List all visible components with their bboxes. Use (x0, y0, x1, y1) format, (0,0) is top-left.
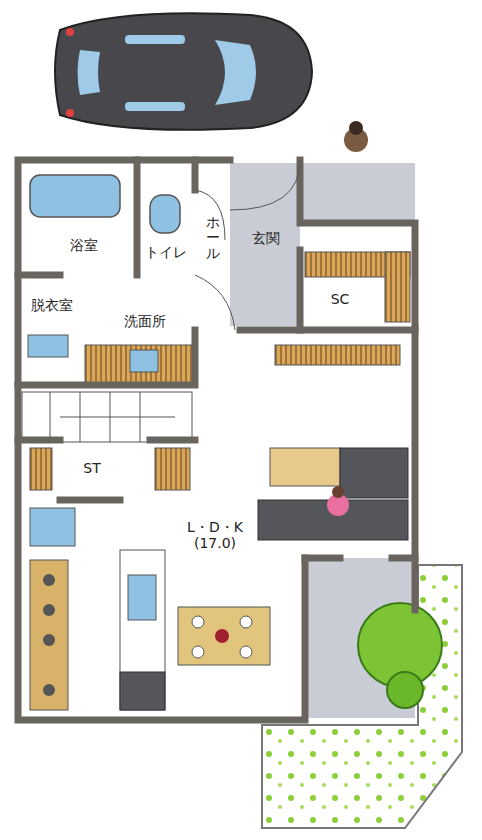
room-name: 洗面所 (124, 313, 166, 329)
walls (18, 160, 415, 720)
porch (300, 163, 415, 223)
room-label: 浴室 (68, 236, 100, 254)
room-name: 玄関 (252, 230, 280, 246)
room-name: ホール (206, 215, 220, 261)
room-label: 玄関 (250, 229, 282, 247)
room-label: ST (81, 459, 102, 477)
room-label: SC (329, 290, 352, 308)
room-name: ST (83, 460, 100, 476)
room-name: L・D・K (187, 519, 243, 535)
garden (262, 565, 462, 828)
entrance-floor (230, 163, 300, 326)
room-name: SC (331, 291, 350, 307)
person (344, 121, 368, 152)
room-name: (17.0) (187, 535, 243, 551)
car (55, 13, 312, 130)
room-label: ホール (204, 214, 222, 262)
room-name: 脱衣室 (31, 297, 73, 313)
room-label: L・D・K(17.0) (185, 518, 245, 552)
doors (195, 160, 300, 330)
room-label: 洗面所 (122, 312, 168, 330)
room-name: 浴室 (70, 237, 98, 253)
fixtures (22, 175, 442, 710)
room-label: 脱衣室 (29, 296, 75, 314)
room-name: トイレ (145, 244, 187, 260)
room-label: トイレ (143, 243, 189, 261)
